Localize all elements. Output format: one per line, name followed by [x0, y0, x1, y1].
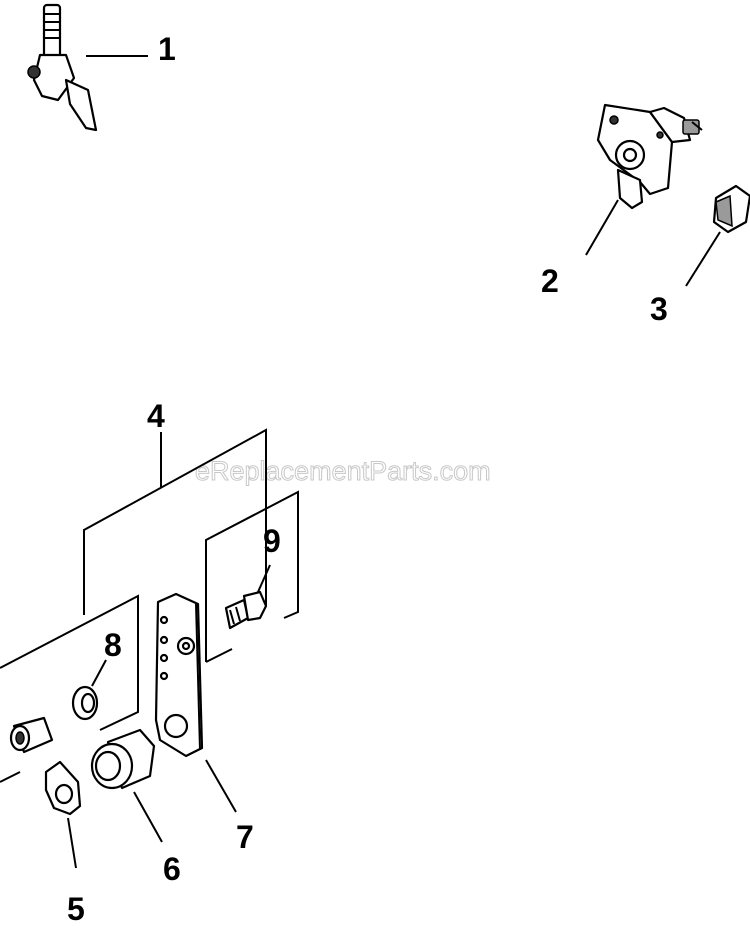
callout-1: 1 — [158, 31, 176, 67]
part-6-roller — [90, 728, 156, 790]
callout-4: 4 — [147, 398, 165, 434]
part-5-cam — [44, 760, 82, 816]
leader-line-6 — [133, 791, 163, 843]
subkit-left-bottom — [0, 771, 21, 783]
callout-2: 2 — [541, 263, 559, 299]
subkit-right-outline — [205, 490, 299, 662]
leader-line-2 — [585, 199, 619, 256]
leader-line-5 — [67, 817, 77, 869]
watermark-text: eReplacementParts.com — [195, 456, 491, 486]
part-8-washer — [71, 685, 99, 721]
part-bushing — [9, 716, 54, 754]
callout-3: 3 — [650, 291, 668, 327]
leader-line-3 — [685, 231, 721, 287]
leader-line-8 — [91, 659, 107, 687]
part-3-cap — [712, 184, 750, 234]
subkit-right-bottom — [205, 648, 233, 663]
part-7-link-plate — [154, 592, 204, 758]
subkit-left-outline — [0, 594, 139, 731]
callout-9: 9 — [263, 523, 281, 559]
leader-line-9 — [257, 564, 271, 593]
callout-7: 7 — [236, 819, 254, 855]
callout-8: 8 — [104, 627, 122, 663]
callout-5: 5 — [67, 891, 85, 927]
part-2-switch-bracket — [596, 103, 703, 210]
callout-6: 6 — [163, 851, 181, 887]
part-9-screw — [224, 590, 268, 630]
part-1-elbow-fitting — [27, 3, 98, 132]
leader-line-7 — [205, 759, 237, 813]
